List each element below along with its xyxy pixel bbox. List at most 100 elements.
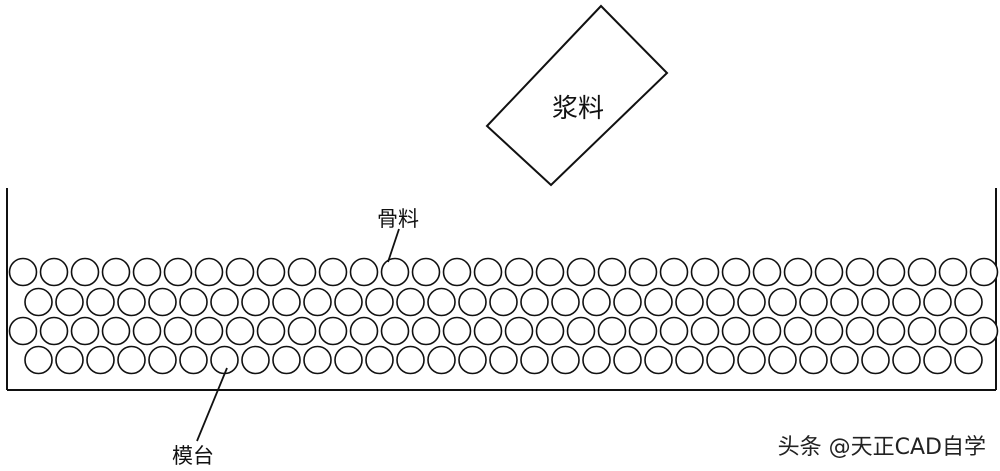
aggregate-particle	[86, 345, 115, 375]
aggregate-particle	[8, 316, 38, 346]
aggregate-particle	[768, 287, 797, 317]
aggregate-particle	[256, 257, 286, 287]
aggregate-particle	[210, 345, 239, 375]
aggregate-particle	[830, 345, 859, 375]
aggregate-particle	[442, 316, 472, 346]
aggregate-particle	[101, 257, 131, 287]
aggregate-particle	[318, 257, 348, 287]
aggregate-particle	[132, 316, 162, 346]
aggregate-particle	[55, 287, 84, 317]
aggregate-particle	[675, 287, 704, 317]
aggregate-particle	[814, 257, 844, 287]
aggregate-particle	[597, 257, 627, 287]
aggregate-label: 骨料	[377, 207, 419, 231]
aggregate-particle	[783, 316, 813, 346]
aggregate-particle	[241, 345, 270, 375]
aggregate-particle	[535, 257, 565, 287]
aggregate-particle	[349, 257, 379, 287]
aggregate-particle	[70, 257, 100, 287]
aggregate-particle	[148, 345, 177, 375]
aggregate-particle	[39, 316, 69, 346]
aggregate-particle	[303, 345, 332, 375]
aggregate-particle	[24, 287, 53, 317]
aggregate-particle	[613, 345, 642, 375]
aggregate-particle	[225, 257, 255, 287]
aggregate-particle	[830, 287, 859, 317]
aggregate-particle	[566, 316, 596, 346]
aggregate-particle	[582, 345, 611, 375]
aggregate-particle	[535, 316, 565, 346]
aggregate-particle	[861, 345, 890, 375]
aggregate-particle	[489, 287, 518, 317]
aggregate-particle	[318, 316, 348, 346]
aggregate-particle	[473, 316, 503, 346]
aggregate-particle	[659, 316, 689, 346]
mould-label: 模台	[172, 444, 214, 468]
aggregate-particle	[194, 316, 224, 346]
aggregate-particle	[396, 345, 425, 375]
aggregate-particle	[659, 257, 689, 287]
aggregate-particle	[380, 257, 410, 287]
aggregate-particle	[241, 287, 270, 317]
aggregate-particle	[427, 345, 456, 375]
aggregate-particle	[582, 287, 611, 317]
aggregate-particle	[272, 345, 301, 375]
aggregate-particle	[411, 257, 441, 287]
aggregate-particle	[845, 316, 875, 346]
aggregate-particle	[272, 287, 301, 317]
watermark: 头条 @天正CAD自学	[777, 435, 986, 460]
aggregate-particle	[179, 345, 208, 375]
aggregate-particle	[427, 287, 456, 317]
aggregate-particle	[892, 345, 921, 375]
aggregate-particle	[783, 257, 813, 287]
aggregate-particle	[132, 257, 162, 287]
aggregate-particle	[752, 316, 782, 346]
aggregate-particle	[24, 345, 53, 375]
aggregate-particle	[938, 316, 968, 346]
aggregate-particle	[690, 257, 720, 287]
aggregate-particle	[39, 257, 69, 287]
aggregate-particle	[117, 345, 146, 375]
aggregate-particle	[907, 316, 937, 346]
aggregate-particle	[210, 287, 239, 317]
aggregate-particle	[194, 257, 224, 287]
slurry-bucket: 浆料	[485, 4, 669, 187]
aggregate-particle	[628, 316, 658, 346]
mould-container	[6, 188, 997, 391]
aggregate-particle	[55, 345, 84, 375]
aggregate-particle	[938, 257, 968, 287]
slurry-box	[485, 4, 669, 187]
mould-leader-line	[196, 367, 228, 442]
aggregate-leader-line	[387, 228, 400, 263]
aggregate-particle	[969, 316, 999, 346]
aggregate-particle	[163, 316, 193, 346]
aggregate-particle	[845, 257, 875, 287]
aggregate-particle	[504, 316, 534, 346]
aggregate-particle	[86, 287, 115, 317]
aggregate-particle	[163, 257, 193, 287]
aggregate-particle	[349, 316, 379, 346]
aggregate-particle	[737, 287, 766, 317]
aggregate-particle	[954, 345, 983, 375]
aggregate-particle	[613, 287, 642, 317]
aggregate-particle	[690, 316, 720, 346]
aggregate-particle	[334, 345, 363, 375]
aggregate-particle	[954, 287, 983, 317]
aggregate-particle	[737, 345, 766, 375]
aggregate-particle	[814, 316, 844, 346]
aggregate-particle	[380, 316, 410, 346]
aggregate-particle	[628, 257, 658, 287]
aggregate-particle	[256, 316, 286, 346]
aggregate-particle	[768, 345, 797, 375]
aggregate-particle	[675, 345, 704, 375]
aggregate-particle	[473, 257, 503, 287]
aggregate-particle	[179, 287, 208, 317]
aggregate-particle	[799, 287, 828, 317]
aggregate-particle	[489, 345, 518, 375]
aggregate-particle	[148, 287, 177, 317]
aggregate-particle	[706, 287, 735, 317]
aggregate-particle	[520, 287, 549, 317]
aggregate-particle	[969, 257, 999, 287]
slurry-label: 浆料	[552, 94, 604, 124]
aggregate-particle	[721, 257, 751, 287]
